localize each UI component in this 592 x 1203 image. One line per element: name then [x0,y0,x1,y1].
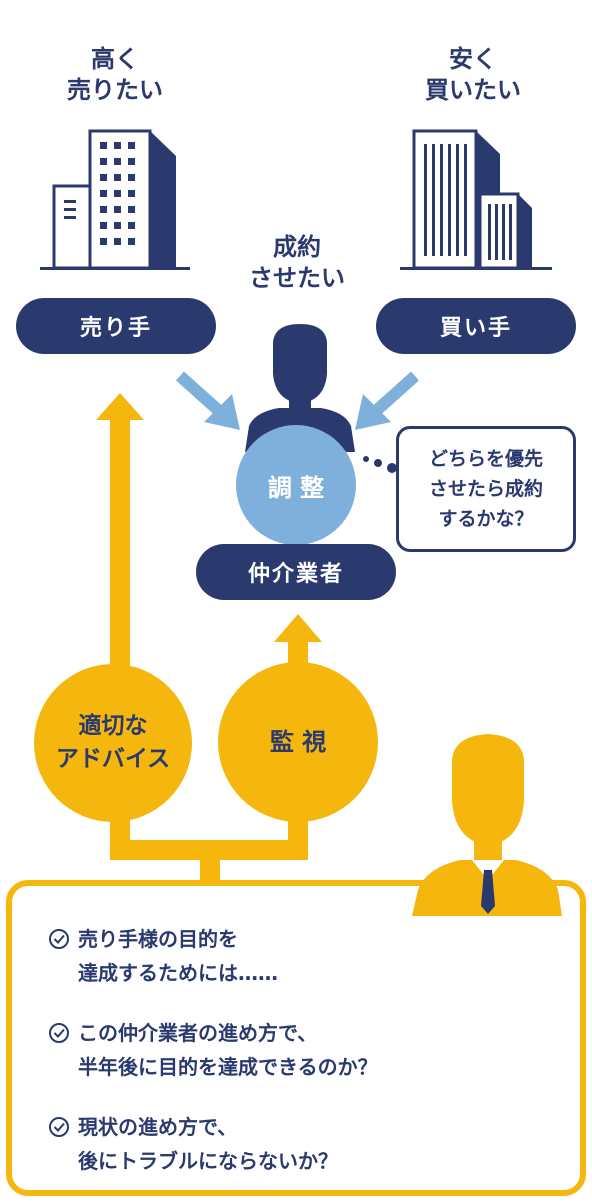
buyer-wish-line1: 安く [449,45,497,73]
seller-wish-line2: 売りたい [67,76,163,104]
check-circle-icon [49,1117,69,1137]
checklist-item: 現状の進め方で、 後にトラブルにならないか？ [48,1110,568,1178]
adjust-circle: 調 整 [236,425,356,545]
check-circle-icon [49,929,69,949]
buyer-label: 買い手 [439,316,512,341]
buyer-wish: 安く 買いたい [398,44,548,106]
seller-wish: 高く 売りたい [40,44,190,106]
arrow-up-seller-icon [96,393,144,420]
seller-building-icon [40,129,190,270]
adjust-label: 調 整 [267,473,325,502]
seller-label: 売り手 [79,316,152,341]
checklist-panel [6,880,586,1196]
thought-dots-icon [363,456,397,473]
seller-pill: 売り手 [16,298,216,354]
checklist-item-line2: 達成するためには…… [78,961,278,985]
checklist-item-line2: 半年後に目的を達成できるのか？ [78,1055,378,1079]
arrow-buyer-to-broker-icon [355,371,420,430]
buyer-building-icon [400,129,552,270]
thought-line3: するかな？ [438,508,534,530]
broker-wish-line2: させたい [249,264,345,292]
seller-wish-line1: 高く [91,45,139,73]
checklist-item: 売り手様の目的を 達成するためには…… [48,922,568,990]
broker-thought-bubble: どちらを優先 させたら成約 するかな？ [396,426,576,552]
buyer-wish-line2: 買いたい [425,76,521,104]
thought-line2: させたら成約 [428,478,543,500]
buyer-pill: 買い手 [376,298,576,354]
broker-wish-line1: 成約 [273,233,321,261]
broker-wish: 成約 させたい [222,232,372,294]
advice-line1: 適切な [78,713,148,739]
monitor-label: 監 視 [269,727,327,756]
checklist: 売り手様の目的を 達成するためには…… この仲介業者の進め方で、 半年後に目的を… [48,922,568,1178]
thought-line1: どちらを優先 [428,448,543,470]
checklist-item-line1: 現状の進め方で、 [78,1115,238,1139]
broker-pill: 仲介業者 [196,544,396,600]
checklist-item-line2: 後にトラブルにならないか？ [78,1149,338,1173]
broker-label: 仲介業者 [247,562,344,587]
checklist-item-line1: 売り手様の目的を [78,927,238,951]
checklist-item-line1: この仲介業者の進め方で、 [78,1021,318,1045]
arrow-up-broker-icon [274,614,322,642]
monitor-bubble: 監 視 [218,662,378,822]
checklist-item: この仲介業者の進め方で、 半年後に目的を達成できるのか？ [48,1016,568,1084]
advice-line2: アドバイス [55,746,171,772]
advisor-person-icon [412,734,562,916]
check-circle-icon [49,1023,69,1043]
advice-bubble: 適切な アドバイス [34,664,192,822]
arrow-seller-to-broker-icon [175,371,240,430]
